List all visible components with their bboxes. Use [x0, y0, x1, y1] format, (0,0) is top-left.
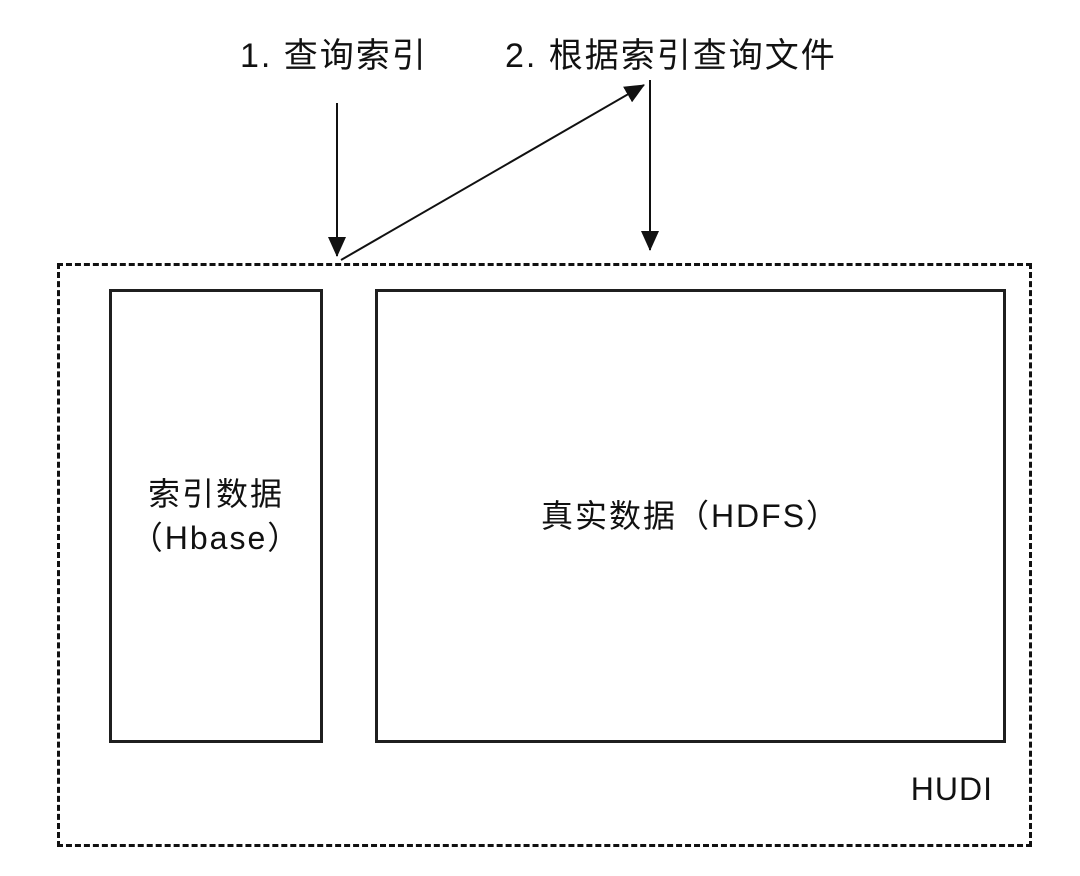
index-data-box: 索引数据 （Hbase） [109, 289, 323, 743]
index-data-box-label-line1: 索引数据 [147, 475, 284, 512]
index-data-box-label-line2: （Hbase） [130, 520, 302, 556]
arrow-2-index-to-file-diagonal-icon [340, 84, 645, 261]
hudi-label: HUDI [910, 771, 993, 807]
hudi-container-box: 索引数据 （Hbase） 真实数据（HDFS） HUDI [57, 263, 1032, 847]
real-data-box: 真实数据（HDFS） [375, 289, 1006, 743]
annotation-step1-query-index: 1. 查询索引 [240, 37, 428, 75]
real-data-box-label: 真实数据（HDFS） [540, 497, 841, 534]
annotation-step2-query-file-by-index: 2. 根据索引查询文件 [505, 37, 837, 75]
